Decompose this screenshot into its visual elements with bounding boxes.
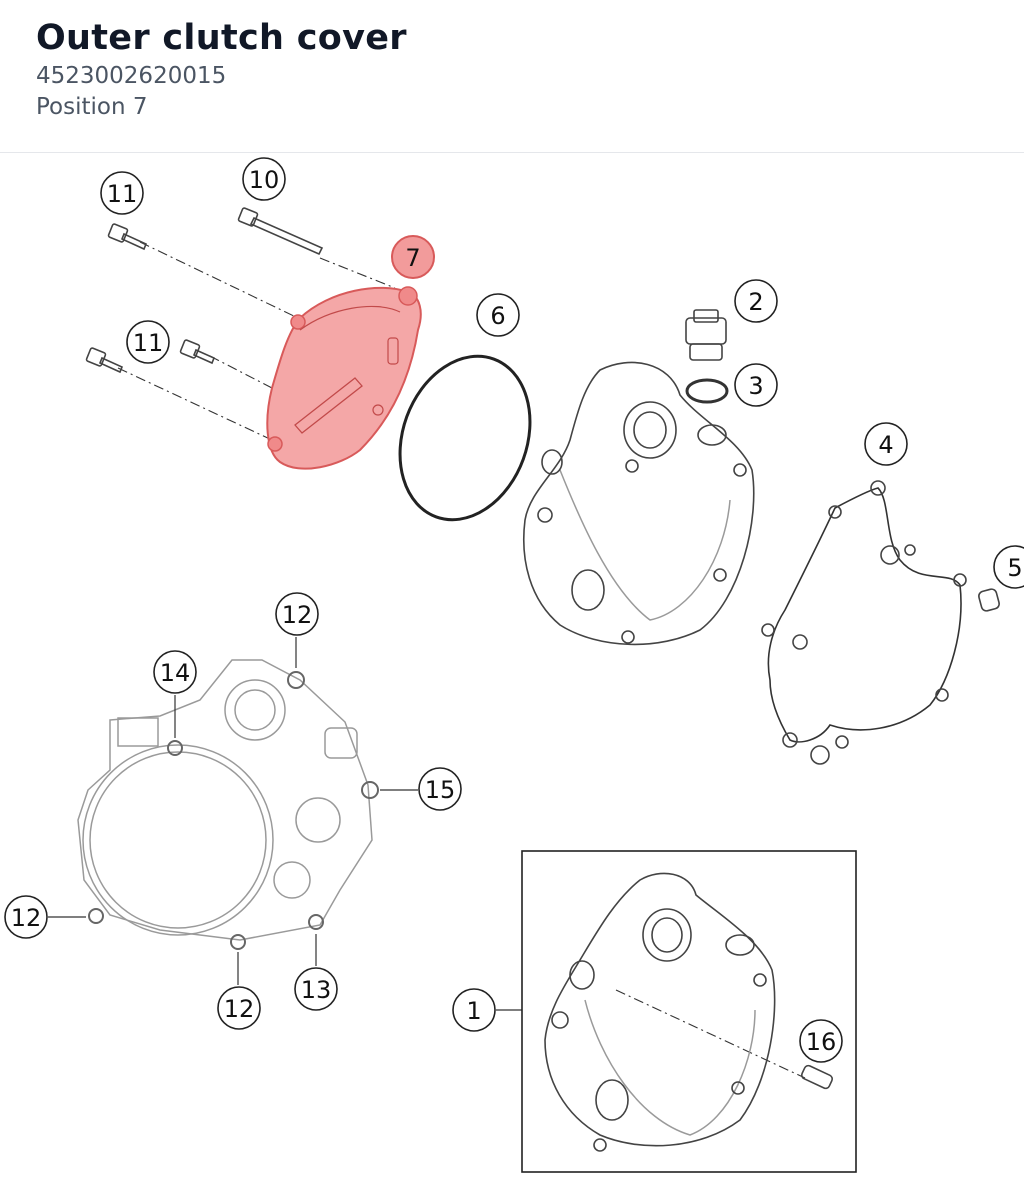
callout-label-11-upper: 11 bbox=[107, 180, 138, 208]
callout-label-12-left: 12 bbox=[11, 904, 42, 932]
o-ring-6 bbox=[398, 354, 532, 522]
page-header: Outer clutch cover 4523002620015 Positio… bbox=[0, 0, 1024, 153]
callout-label-6: 6 bbox=[490, 302, 505, 330]
callout-7[interactable]: 7 bbox=[391, 235, 435, 279]
callout-label-15: 15 bbox=[425, 776, 456, 804]
clutch-cover-rear-view bbox=[77, 659, 379, 950]
assembly-lines bbox=[117, 241, 806, 1079]
callout-label-7: 7 bbox=[405, 244, 420, 272]
callout-15[interactable]: 15 bbox=[418, 767, 462, 811]
callout-label-1: 1 bbox=[466, 997, 481, 1025]
callout-label-12-top: 12 bbox=[282, 601, 313, 629]
callout-leaders bbox=[48, 637, 522, 1011]
inset-assembly-box bbox=[521, 850, 857, 1173]
callout-12-bottom[interactable]: 12 bbox=[217, 986, 261, 1030]
part-title: Outer clutch cover bbox=[36, 18, 407, 58]
seal-ring-3 bbox=[685, 378, 729, 404]
callout-12-top[interactable]: 12 bbox=[275, 592, 319, 636]
callout-16[interactable]: 16 bbox=[799, 1019, 843, 1063]
part-number: 4523002620015 bbox=[36, 63, 227, 89]
callout-label-10: 10 bbox=[249, 166, 280, 194]
callout-label-5: 5 bbox=[1007, 554, 1022, 582]
position-label: Position 7 bbox=[36, 94, 148, 120]
callout-label-11-lower: 11 bbox=[133, 329, 164, 357]
callout-2[interactable]: 2 bbox=[734, 279, 778, 323]
callout-6[interactable]: 6 bbox=[476, 293, 520, 337]
callout-14[interactable]: 14 bbox=[153, 650, 197, 694]
dowel-sleeve-5 bbox=[978, 588, 1000, 612]
bolt-10 bbox=[237, 207, 324, 256]
oil-plug-2 bbox=[685, 309, 727, 361]
gasket-4 bbox=[761, 480, 967, 765]
callout-label-13: 13 bbox=[301, 976, 332, 1004]
callout-11-upper[interactable]: 11 bbox=[100, 171, 144, 215]
callout-label-14: 14 bbox=[160, 659, 191, 687]
callout-11-lower[interactable]: 11 bbox=[126, 320, 170, 364]
callout-label-2: 2 bbox=[748, 288, 763, 316]
callout-4[interactable]: 4 bbox=[864, 422, 908, 466]
callout-5[interactable]: 5 bbox=[993, 545, 1024, 589]
callout-3[interactable]: 3 bbox=[734, 363, 778, 407]
bolt-11-upper bbox=[107, 223, 148, 251]
bolt-11-lower-a bbox=[179, 339, 216, 365]
callout-1[interactable]: 1 bbox=[452, 988, 496, 1032]
callout-label-4: 4 bbox=[878, 431, 893, 459]
callout-label-3: 3 bbox=[748, 372, 763, 400]
callout-10[interactable]: 10 bbox=[242, 157, 286, 201]
outer-clutch-cover-highlight[interactable] bbox=[266, 286, 422, 470]
callout-label-12-bottom: 12 bbox=[224, 995, 255, 1023]
bolt-11-lower-b bbox=[85, 347, 124, 374]
callout-label-16: 16 bbox=[806, 1028, 837, 1056]
callout-13[interactable]: 13 bbox=[294, 967, 338, 1011]
callout-12-left[interactable]: 12 bbox=[4, 895, 48, 939]
clutch-cover-housing bbox=[522, 361, 755, 646]
